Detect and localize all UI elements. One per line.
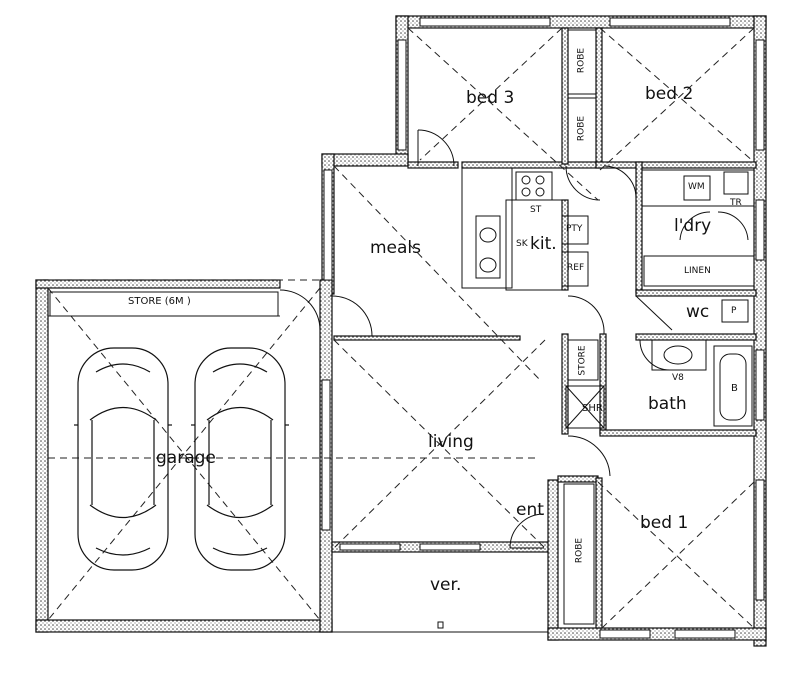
room-label-verandah: ver. xyxy=(430,575,462,595)
room-label-bath: bath xyxy=(648,394,687,414)
car-right xyxy=(191,347,289,571)
windows xyxy=(321,17,765,639)
room-diagonals xyxy=(36,27,755,629)
washing-machine-label: WM xyxy=(688,182,705,192)
robe-label: ROBE xyxy=(576,115,587,142)
robe-label: ROBE xyxy=(576,47,587,74)
fixtures-outline xyxy=(49,29,755,625)
room-label-living: living xyxy=(428,432,474,452)
room-label-laundry: l'dry xyxy=(674,216,712,236)
room-label-meals: meals xyxy=(370,238,422,258)
pantry-label: PTY xyxy=(566,224,583,234)
toilet-label: P xyxy=(731,306,737,316)
store-label: STORE xyxy=(577,345,588,376)
garage-store-label: STORE (6M ) xyxy=(128,296,191,307)
room-label-bed1: bed 1 xyxy=(640,513,689,533)
room-label-wc: wc xyxy=(686,302,710,322)
room-label-kitchen: kit. xyxy=(530,234,557,254)
room-label-garage: garage xyxy=(156,448,216,468)
room-label-entry: ent xyxy=(516,500,544,520)
trough-label: TR xyxy=(730,198,742,208)
verandah-posts xyxy=(332,621,766,641)
sink-label: SK xyxy=(516,239,528,249)
fridge-label: REF xyxy=(567,263,585,273)
car-left xyxy=(74,347,172,571)
room-label-bed2: bed 2 xyxy=(645,84,694,104)
robe-label: ROBE xyxy=(574,537,585,564)
shower-label: SHR. xyxy=(582,403,606,414)
vanity-label: V8 xyxy=(672,373,684,383)
room-label-bed3: bed 3 xyxy=(466,88,515,108)
linen-label: LINEN xyxy=(684,266,711,276)
stove-label: ST xyxy=(530,205,542,215)
bathtub-label: B xyxy=(731,383,738,394)
